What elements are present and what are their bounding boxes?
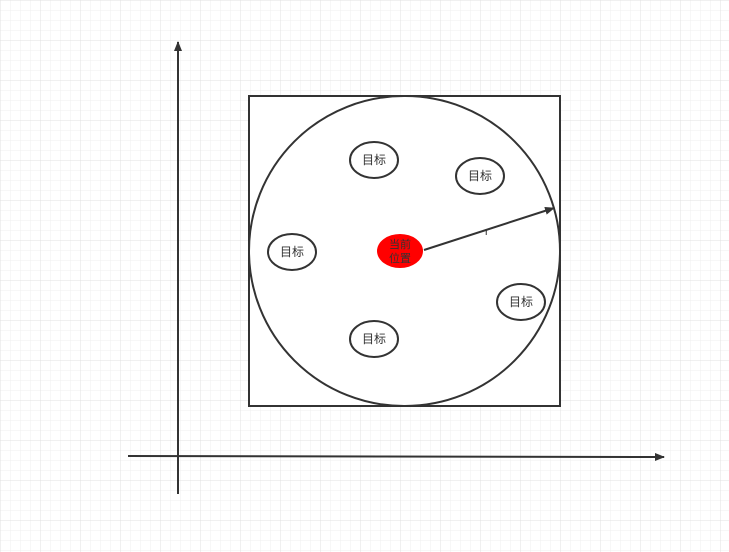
- target-node: 目标: [496, 283, 546, 321]
- radius-label: r: [485, 225, 490, 238]
- target-label: 目标: [468, 169, 492, 183]
- radius-arrow: [423, 206, 555, 251]
- target-node: 目标: [267, 233, 317, 271]
- target-label: 目标: [362, 153, 386, 167]
- current-position-node: [377, 234, 423, 268]
- target-label: 目标: [362, 332, 386, 346]
- current-position-label-line1: 当前: [389, 237, 411, 251]
- target-label: 目标: [280, 245, 304, 259]
- current-position-label-line2: 位置: [389, 251, 411, 265]
- target-node: 目标: [349, 141, 399, 179]
- target-node: 目标: [349, 320, 399, 358]
- target-label: 目标: [509, 295, 533, 309]
- target-node: 目标: [455, 157, 505, 195]
- x-axis: [127, 452, 665, 461]
